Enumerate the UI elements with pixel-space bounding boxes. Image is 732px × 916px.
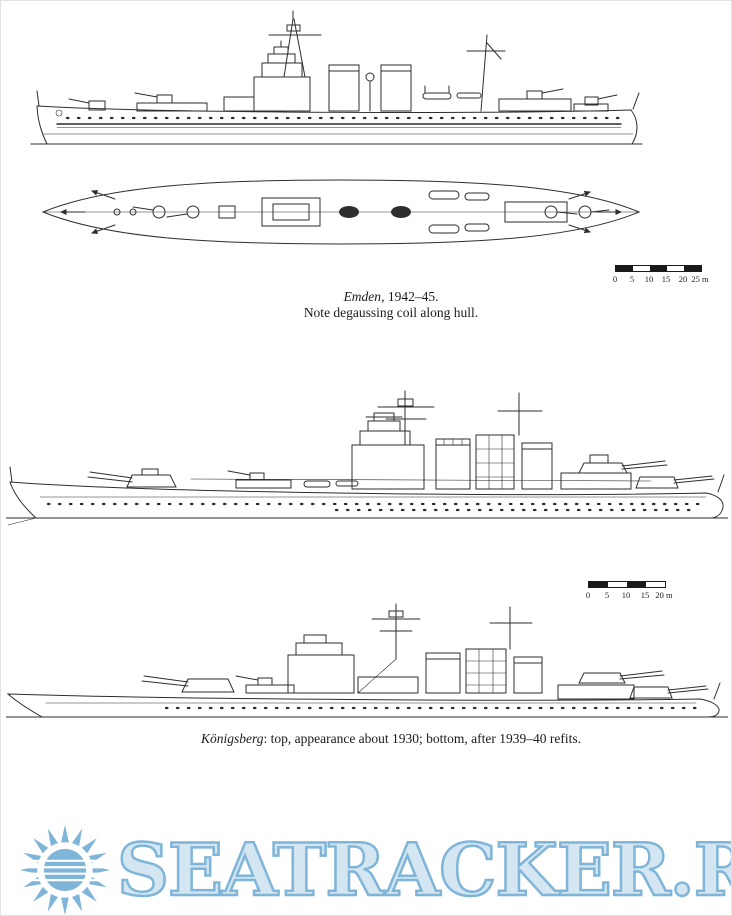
caption-emden: Emden, 1942–45. Note degaussing coil alo… <box>25 289 731 320</box>
scale-label: 20 <box>678 274 688 284</box>
scale-label: 5 <box>629 274 635 284</box>
watermark: SEATRACKER.RU <box>17 823 731 915</box>
emden-hull-group <box>30 105 643 145</box>
konigsberg-1930-profile <box>6 385 728 540</box>
scale-label: 15 <box>640 590 650 600</box>
emden-side-profile-drawing <box>30 10 643 145</box>
scale-bar <box>588 581 666 588</box>
scale-label: 25 m <box>691 274 709 284</box>
emden-plan-view <box>37 171 647 256</box>
konigsberg-1939-drawing <box>6 603 728 718</box>
scale-label: 0 <box>585 590 591 600</box>
konigsberg-1930-superstructure-group <box>9 390 725 493</box>
scale-bar <box>615 265 702 272</box>
scale-label: 15 <box>661 274 671 284</box>
scale-labels: 0 5 10 15 20 m <box>585 590 673 601</box>
emden-superstructure-group <box>36 10 640 112</box>
scale-label: 10 <box>644 274 654 284</box>
emden-plan-view-drawing <box>41 179 641 245</box>
caption-emden-years: , 1942–45. <box>381 289 439 304</box>
scale-bar-konigsberg: 0 5 10 15 20 m <box>585 581 673 601</box>
konigsberg-1939-hull-group <box>6 693 728 718</box>
caption-konigsberg: Königsberg: top, appearance about 1930; … <box>25 731 731 747</box>
caption-emden-note: Note degaussing coil along hull. <box>303 304 479 320</box>
caption-emden-ship-name: Emden <box>343 289 382 304</box>
scale-label: 0 <box>612 274 618 284</box>
scale-label: 20 m <box>655 590 673 600</box>
konigsberg-1939-superstructure-group <box>141 603 721 700</box>
caption-konigsberg-line: Königsberg: top, appearance about 1930; … <box>25 731 731 747</box>
scale-label: 10 <box>621 590 631 600</box>
scale-label: 5 <box>604 590 610 600</box>
scale-labels: 0 5 10 15 20 25 m <box>612 274 709 285</box>
konigsberg-1930-drawing <box>6 390 728 526</box>
sun-logo-icon <box>19 824 111 915</box>
caption-konigsberg-rest: : top, appearance about 1930; bottom, af… <box>263 731 582 746</box>
watermark-text: SEATRACKER.RU <box>116 826 731 914</box>
emden-side-profile <box>29 7 644 157</box>
caption-emden-line1: Emden, 1942–45. <box>25 289 731 305</box>
emden-plan-detail-group <box>60 189 622 235</box>
konigsberg-1930-hull-group <box>6 481 728 526</box>
caption-konigsberg-ship-name: Königsberg <box>200 731 264 746</box>
scale-bar-emden: 0 5 10 15 20 25 m <box>612 265 709 285</box>
konigsberg-1939-profile <box>6 599 728 734</box>
